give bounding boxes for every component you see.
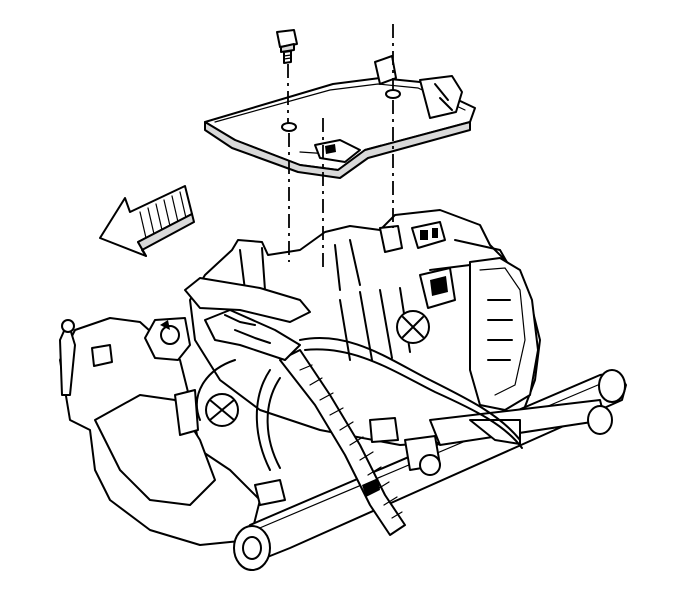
wiring-harness-icon bbox=[144, 277, 523, 536]
direction-arrow-icon bbox=[99, 185, 195, 257]
intake-manifold-icon bbox=[59, 209, 541, 546]
connector-icon bbox=[59, 221, 456, 506]
alignment-lines bbox=[287, 24, 394, 268]
bolt-icon bbox=[276, 29, 298, 64]
cover-plate-icon bbox=[204, 55, 476, 179]
